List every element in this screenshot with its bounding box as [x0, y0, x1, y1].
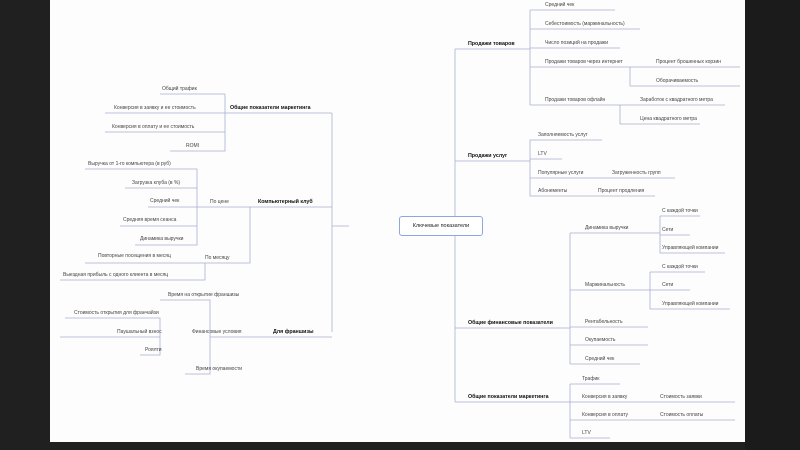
central-node[interactable]: Ключевые показатели — [399, 216, 483, 236]
node[interactable]: С каждой точки — [662, 208, 698, 214]
node[interactable]: Средний чек — [585, 356, 615, 362]
node[interactable]: Конверсия в оплату и ее стоимость — [112, 124, 195, 130]
node[interactable]: Конверсия в оплату — [582, 412, 628, 418]
node[interactable]: Процент продления — [598, 188, 645, 194]
node[interactable]: Продажи товаров через интернет — [545, 59, 623, 65]
node[interactable]: Динамика выручки — [585, 225, 629, 231]
node[interactable]: Конверсия в заявку и ее стоимость — [114, 105, 196, 111]
node[interactable]: Сети — [662, 282, 674, 288]
node[interactable]: Время на открытие франшизы — [168, 292, 240, 298]
node[interactable]: Заработок с квадратного метра — [640, 97, 713, 103]
node[interactable]: Загрузка клуба (в %) — [132, 180, 181, 186]
node[interactable]: Стоимость оплаты — [660, 412, 704, 418]
node[interactable]: Себестоимость (маржинальность) — [545, 21, 625, 27]
node[interactable]: Управляющей компании — [662, 301, 719, 307]
node[interactable]: Паушальный взнос — [117, 329, 162, 335]
node[interactable]: Финансовые условия — [192, 329, 242, 335]
node[interactable]: Процент брошенных корзин — [656, 59, 722, 65]
node[interactable]: Выездная прибыль с одного клиента в меся… — [63, 272, 169, 278]
node[interactable]: Заполняемость услуг — [538, 132, 588, 138]
node[interactable]: Выручка от 1-го компьютера (в руб) — [88, 161, 171, 167]
node[interactable]: Стоимость открытия для франчайзи — [74, 310, 159, 316]
central-node-label: Ключевые показатели — [412, 223, 470, 229]
node[interactable]: Конверсия в заявку — [582, 394, 628, 400]
node[interactable]: По месяцу — [205, 255, 230, 261]
node[interactable]: ROMI — [186, 143, 200, 149]
node[interactable]: Время окупаемости — [196, 366, 243, 372]
node[interactable]: Динамика выручки — [140, 236, 184, 242]
node[interactable]: Окупаемость — [585, 337, 616, 343]
node[interactable]: Сети — [662, 227, 674, 233]
node-marketing[interactable]: Общие показатели маркетинга — [468, 394, 549, 400]
node[interactable]: Цена квадратного метра — [640, 116, 697, 122]
node[interactable]: Маржинальность — [585, 282, 625, 288]
node-services-sales[interactable]: Продажи услуг — [468, 153, 508, 159]
node[interactable]: Число позиций на продажи — [545, 40, 609, 46]
node[interactable]: По цене — [210, 199, 229, 205]
connector-lines — [60, 9, 740, 439]
node[interactable]: Средняя время сеанса — [123, 217, 177, 223]
node[interactable]: LTV — [582, 430, 591, 436]
node[interactable]: Загруженность групп — [612, 170, 661, 176]
node[interactable]: Общий трафик — [162, 86, 197, 92]
node[interactable]: Оборачиваемость — [656, 78, 699, 84]
node[interactable]: LTV — [538, 151, 547, 157]
node[interactable]: Средний чек — [545, 2, 575, 8]
node[interactable]: Средний чек — [150, 198, 180, 204]
node[interactable]: Повторные посещения в месяц — [98, 253, 171, 259]
node-left-marketing[interactable]: Общие показатели маркетинга — [230, 105, 311, 111]
node[interactable]: Абонементы — [538, 188, 568, 194]
node[interactable]: Трафик — [582, 376, 600, 382]
dark-side-strip — [745, 0, 800, 450]
node-computer-club[interactable]: Компьютерный клуб — [258, 199, 313, 205]
node[interactable]: Роялти — [145, 347, 162, 353]
mindmap-canvas[interactable]: Ключевые показатели Продажи товаров Сред… — [50, 0, 745, 442]
node-goods-sales[interactable]: Продажи товаров — [468, 41, 515, 47]
node-finance[interactable]: Общие финансовые показатели — [468, 320, 553, 326]
node[interactable]: Рентабельность — [585, 319, 623, 325]
node[interactable]: Популярные услуги — [538, 170, 584, 176]
node[interactable]: Продажи товаров офлайн — [545, 97, 606, 103]
node-franchise[interactable]: Для франшизы — [273, 329, 314, 335]
node[interactable]: Стоимость заявки — [660, 394, 702, 400]
node[interactable]: С каждой точки — [662, 264, 698, 270]
node[interactable]: Управляющей компании — [662, 245, 719, 251]
